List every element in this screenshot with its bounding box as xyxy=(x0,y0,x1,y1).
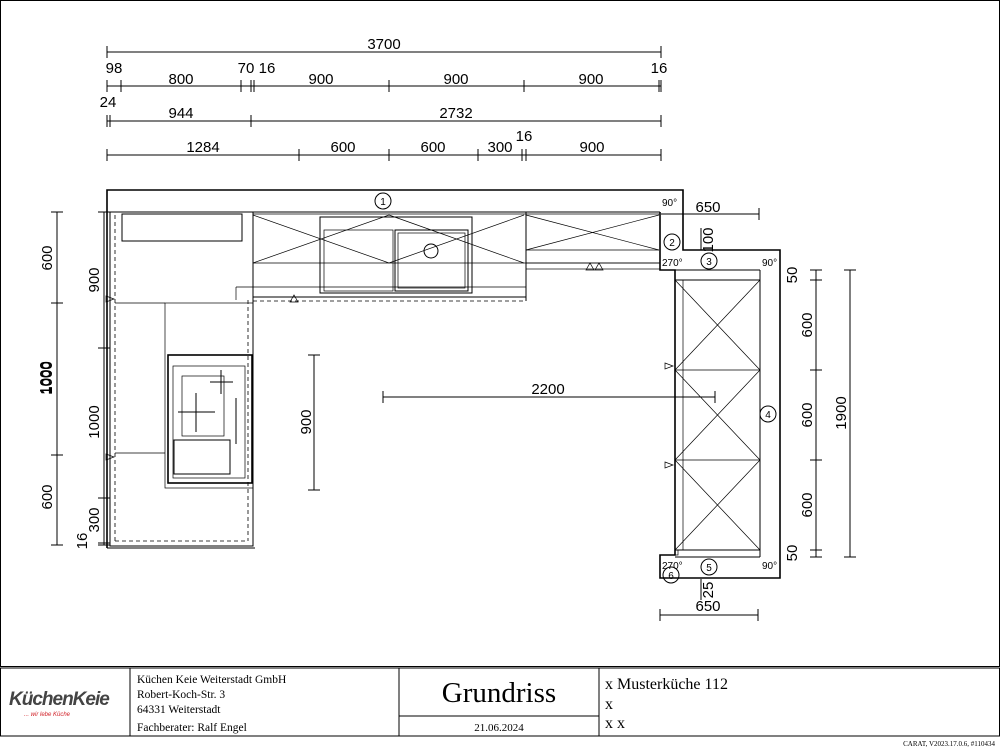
company-logo: KüchenKeie ... wir lebe Küche xyxy=(9,689,111,718)
countertop-unit xyxy=(121,213,243,242)
project-line-2: x xyxy=(605,696,613,713)
wall-markers: 1 2 3 4 5 6 xyxy=(374,192,777,584)
dim-top-width: 650 xyxy=(695,199,720,216)
dim-left-inner-0: 900 xyxy=(86,267,103,292)
dim-left-inner-3: 16 xyxy=(74,533,91,550)
dim-row2-3: 16 xyxy=(259,60,276,77)
sink-basin xyxy=(394,229,469,292)
left-dimensions: 600 1000 1000 1000 600 900 1000 300 16 xyxy=(37,211,110,550)
wall-marker-6: 6 xyxy=(668,571,674,582)
angle-labels: 90° 270° 90° 270° 90° xyxy=(662,198,777,572)
dim-row3-0: 24 xyxy=(100,94,117,111)
wall-marker-4: 4 xyxy=(765,410,771,421)
title-block: KüchenKeie ... wir lebe Küche Küchen Kei… xyxy=(0,667,1000,748)
dim-row4-4: 16 xyxy=(516,128,533,145)
angle-label-5: 90° xyxy=(762,561,777,572)
top-cabinet-run xyxy=(107,211,661,303)
angle-label-4: 270° xyxy=(662,561,683,572)
dim-right-seg-3: 600 xyxy=(799,492,816,517)
company-name: Küchen Keie Weiterstadt GmbH xyxy=(137,674,286,686)
dim-left-overlap-a: 1000 xyxy=(38,361,55,394)
dim-row4-0: 1284 xyxy=(186,139,219,156)
sink-drain-icon xyxy=(423,243,439,259)
dim-left-inner-1: 1000 xyxy=(86,405,103,438)
dim-room-depth: 900 xyxy=(298,409,315,434)
dim-row2-1: 800 xyxy=(168,71,193,88)
room-walls xyxy=(106,189,781,579)
right-cabinet-run xyxy=(664,279,761,556)
hob-appliance xyxy=(167,354,253,484)
company-street: Robert-Koch-Str. 3 xyxy=(137,689,225,701)
dim-row4-3: 300 xyxy=(487,139,512,156)
wall-marker-5: 5 xyxy=(706,563,712,574)
dim-bottom-width: 650 xyxy=(695,598,720,615)
dim-row2-6: 900 xyxy=(578,71,603,88)
drawing-title: Grundriss xyxy=(442,677,556,709)
dim-total-width: 3700 xyxy=(367,36,400,53)
dim-left-outer-0: 600 xyxy=(39,245,56,270)
angle-label-2: 270° xyxy=(662,258,683,269)
sink-cabinet xyxy=(319,216,473,294)
dim-right-seg-2: 600 xyxy=(799,402,816,427)
misc-dimensions: 650 100 650 25 xyxy=(659,199,760,621)
sink-basin-left xyxy=(173,439,231,475)
center-dimensions: 2200 900 xyxy=(298,354,716,491)
dim-row2-7: 16 xyxy=(651,60,668,77)
project-line-1: x Musterküche 112 xyxy=(605,676,728,693)
dim-bottom-small: 25 xyxy=(700,582,717,599)
project-line-3: x x xyxy=(605,715,625,732)
top-dimensions: 3700 98 800 70 16 900 900 900 16 24 944 … xyxy=(100,36,668,161)
angle-label-3: 90° xyxy=(762,258,777,269)
dim-left-outer-2: 600 xyxy=(39,484,56,509)
dim-right-seg-4: 50 xyxy=(784,545,801,562)
dim-right-seg-1: 600 xyxy=(799,312,816,337)
right-dimensions: 50 600 600 600 50 1900 xyxy=(784,267,856,562)
dim-row4-5: 900 xyxy=(579,139,604,156)
dim-left-outer-1: 1000 xyxy=(39,361,56,394)
drawing-date: 21.06.2024 xyxy=(474,722,524,734)
left-cabinet-run xyxy=(105,211,254,547)
wall-marker-1: 1 xyxy=(380,197,386,208)
dim-room-width: 2200 xyxy=(531,381,564,398)
logo-subtext: ... wir lebe Küche xyxy=(24,712,71,718)
dim-row2-0: 98 xyxy=(106,60,123,77)
wall-marker-2: 2 xyxy=(669,238,675,249)
dim-row2-2: 70 xyxy=(238,60,255,77)
dim-row4-1: 600 xyxy=(330,139,355,156)
dim-left-inner-2: 300 xyxy=(86,507,103,532)
dim-row4-2: 600 xyxy=(420,139,445,156)
software-footer: CARAT, V2023.17.0.6, #110434 xyxy=(903,740,995,748)
dim-row3-2: 2732 xyxy=(439,105,472,122)
wall-marker-3: 3 xyxy=(706,257,712,268)
company-advisor: Fachberater: Ralf Engel xyxy=(137,722,247,734)
dim-right-seg-0: 50 xyxy=(784,267,801,284)
dim-row3-1: 944 xyxy=(168,105,193,122)
company-city: 64331 Weiterstadt xyxy=(137,704,221,716)
dim-row2-4: 900 xyxy=(308,71,333,88)
dim-top-small: 100 xyxy=(700,227,717,252)
logo-text: KüchenKeie xyxy=(9,689,110,710)
angle-label-1: 90° xyxy=(662,198,677,209)
dim-left-overlap-b: 1000 xyxy=(37,361,54,394)
dim-row2-5: 900 xyxy=(443,71,468,88)
dim-right-total: 1900 xyxy=(833,396,850,429)
